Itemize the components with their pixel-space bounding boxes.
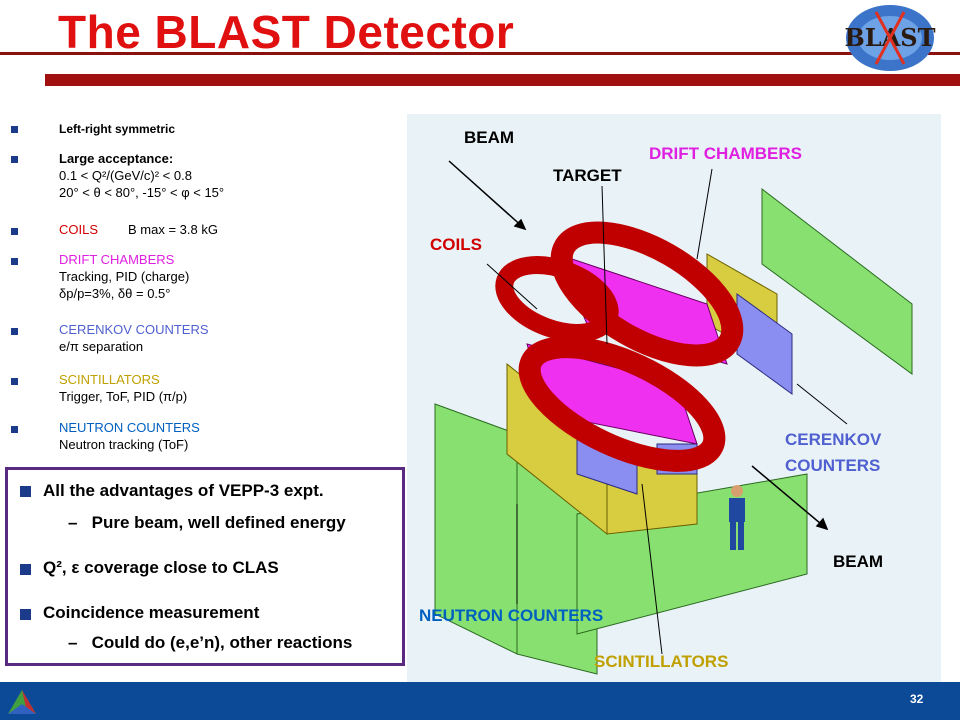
bullet-acceptance-q2: 0.1 < Q²/(GeV/c)² < 0.8 xyxy=(59,168,192,183)
summary-subitem-1: – Pure beam, well defined energy xyxy=(68,513,346,532)
label-cerenkov-1: CERENKOV xyxy=(785,430,882,449)
bullet-marker xyxy=(11,378,18,385)
bullet-symmetric: Left-right symmetric xyxy=(59,122,176,136)
summary-item-2: Q², ε coverage close to CLAS xyxy=(43,558,279,577)
label-leader-lines xyxy=(486,168,848,655)
detector-diagram: BEAM TARGET DRIFT CHAMBERS COILS CERENKO… xyxy=(407,114,941,684)
bullet-coils-field: B max = 3.8 kG xyxy=(128,222,218,237)
bullet-marker xyxy=(11,258,18,265)
bullet-neutron-label: NEUTRON COUNTERS xyxy=(59,420,200,435)
label-beam-top: BEAM xyxy=(464,128,515,147)
summary-subitem-3: – Could do (e,e’n), other reactions xyxy=(68,633,353,652)
label-beam-bottom: BEAM xyxy=(833,552,884,571)
bullet-neutron-line1: Neutron tracking (ToF) xyxy=(59,437,189,452)
bullet-scint-line1: Trigger, ToF, PID (π/p) xyxy=(59,389,188,404)
page-title: The BLAST Detector xyxy=(58,6,515,58)
bullet-marker xyxy=(11,228,18,235)
title-bar xyxy=(45,74,960,86)
lab-logo-icon xyxy=(0,682,70,720)
neutron-wall-right xyxy=(761,187,913,375)
label-cerenkov-2: COUNTERS xyxy=(785,456,881,475)
coils xyxy=(495,221,744,472)
bullet-acceptance-angles: 20° < θ < 80°, -15° < φ < 15° xyxy=(59,185,225,200)
bullet-marker xyxy=(11,328,18,335)
summary-item-3: Coincidence measurement xyxy=(43,603,260,622)
label-coils: COILS xyxy=(430,235,482,254)
label-drift-chambers: DRIFT CHAMBERS xyxy=(649,144,802,163)
label-scintillators: SCINTILLATORS xyxy=(594,652,729,671)
bullet-drift-label: DRIFT CHAMBERS xyxy=(59,252,175,267)
summary-box: All the advantages of VEPP-3 expt. – Pur… xyxy=(5,467,405,666)
bullet-marker xyxy=(20,564,31,575)
bullet-acceptance-label: Large acceptance: xyxy=(59,151,174,166)
page-number: 32 xyxy=(910,692,924,706)
title-underline xyxy=(0,52,960,55)
bullet-cerenkov-label: CERENKOV COUNTERS xyxy=(59,322,209,337)
blast-logo: BLAST xyxy=(845,5,936,71)
bullet-marker xyxy=(11,426,18,433)
bullet-marker xyxy=(20,486,31,497)
bullet-marker xyxy=(11,156,18,163)
summary-item-1: All the advantages of VEPP-3 expt. xyxy=(43,481,324,500)
bullet-marker xyxy=(11,126,18,133)
label-target: TARGET xyxy=(553,166,622,185)
beam-arrows xyxy=(448,160,829,531)
detector-drawing xyxy=(434,160,913,675)
bullet-marker xyxy=(20,609,31,620)
label-neutron-counters: NEUTRON COUNTERS xyxy=(419,606,604,625)
scale-person xyxy=(729,485,745,550)
bullet-coils-label: COILS xyxy=(59,222,99,237)
bullet-scint-label: SCINTILLATORS xyxy=(59,372,160,387)
bullet-cerenkov-line1: e/π separation xyxy=(59,339,144,354)
footer-bar xyxy=(0,682,960,720)
bullet-drift-line1: Tracking, PID (charge) xyxy=(59,269,190,284)
bullet-drift-line2: δp/p=3%, δθ = 0.5° xyxy=(59,286,171,301)
